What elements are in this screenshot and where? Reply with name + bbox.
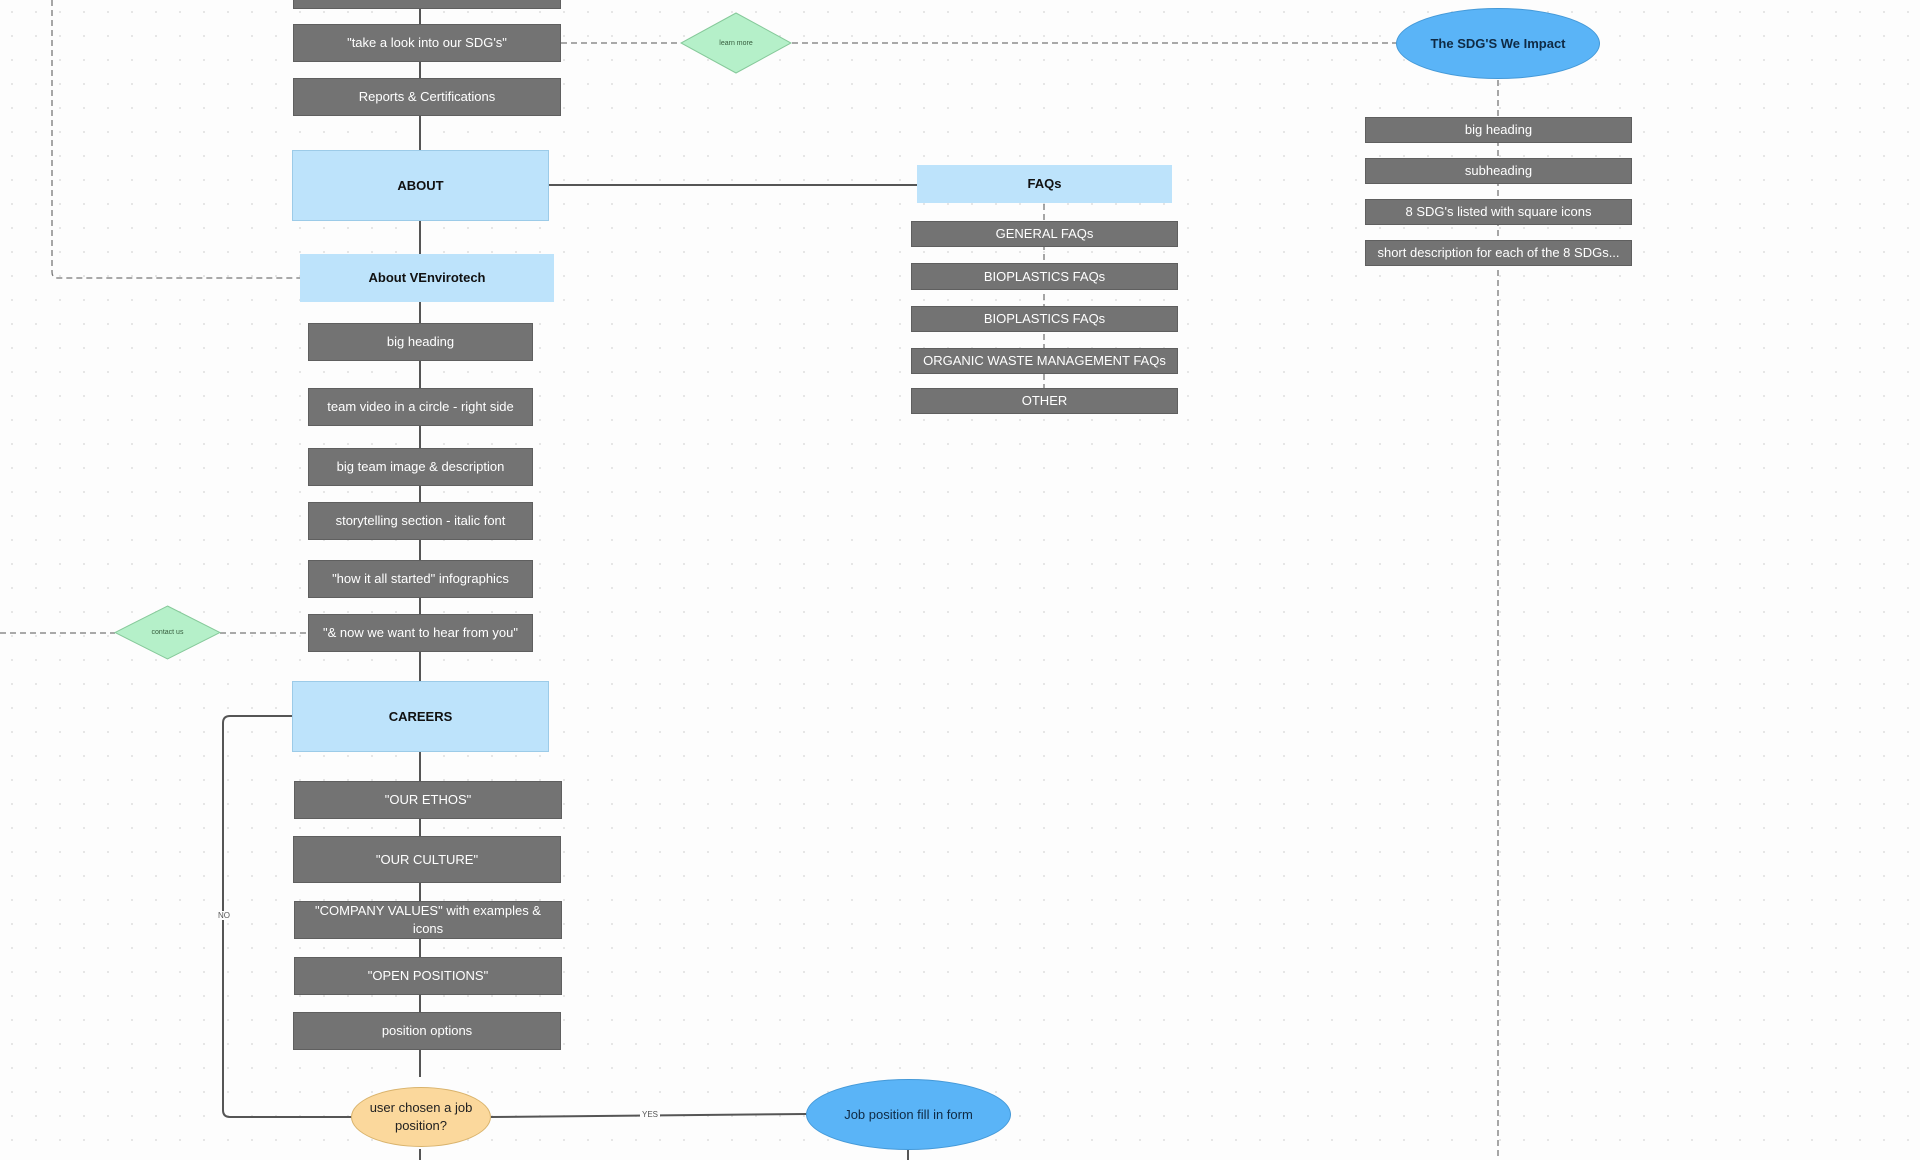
reports-certifications-box[interactable]: Reports & Certifications (293, 78, 561, 116)
contact-us-diamond[interactable]: contact us (114, 605, 221, 660)
sdg-we-impact-ellipse[interactable]: The SDG'S We Impact (1396, 8, 1600, 79)
open-positions-box[interactable]: "OPEN POSITIONS" (294, 957, 562, 995)
node-label: user chosen a job position? (369, 1100, 473, 1133)
node-label: short description for each of the 8 SDGs… (1377, 245, 1620, 261)
diamond-label: learn more (719, 39, 753, 47)
other-faqs-box[interactable]: OTHER (911, 388, 1178, 414)
node-label: team video in a circle - right side (327, 399, 514, 415)
partial-content-box[interactable] (293, 0, 561, 9)
about-section[interactable]: ABOUT (292, 150, 549, 221)
node-label: subheading (1464, 163, 1533, 179)
node-label: "how it all started" infographics (332, 571, 509, 587)
our-culture-box[interactable]: "OUR CULTURE" (293, 836, 561, 883)
general-faqs-box[interactable]: GENERAL FAQs (911, 221, 1178, 247)
node-label: "COMPANY VALUES" with examples & icons (315, 903, 541, 936)
company-values-box[interactable]: "COMPANY VALUES" with examples & icons (294, 901, 562, 939)
sdg-listed-box[interactable]: 8 SDG's listed with square icons (1365, 199, 1632, 225)
node-label: CAREERS (388, 708, 453, 724)
node-label: storytelling section - italic font (335, 513, 506, 529)
learn-more-diamond[interactable]: learn more (680, 12, 792, 74)
node-label: FAQs (1027, 176, 1062, 192)
node-label: Reports & Certifications (358, 89, 496, 105)
bioplastics-faqs-box-1[interactable]: BIOPLASTICS FAQs (911, 263, 1178, 290)
position-options-box[interactable]: position options (293, 1012, 561, 1050)
how-it-started-box[interactable]: "how it all started" infographics (308, 560, 533, 598)
storytelling-box[interactable]: storytelling section - italic font (308, 502, 533, 540)
diamond-shape (680, 12, 792, 74)
team-video-box[interactable]: team video in a circle - right side (308, 388, 533, 426)
node-label: BIOPLASTICS FAQs (983, 268, 1106, 284)
about-venvirotech-section[interactable]: About VEnvirotech (300, 254, 554, 302)
node-label: 8 SDG's listed with square icons (1405, 204, 1592, 220)
node-label: BIOPLASTICS FAQs (983, 311, 1106, 327)
node-label: ABOUT (397, 177, 444, 193)
node-label: ORGANIC WASTE MANAGEMENT FAQs (923, 353, 1166, 369)
node-label: OTHER (1021, 393, 1068, 409)
sdg-subheading-box[interactable]: subheading (1365, 158, 1632, 184)
node-label: "OUR ETHOS" (384, 792, 472, 808)
edge-label-no: NO (216, 911, 232, 920)
node-label: Job position fill in form (844, 1106, 973, 1122)
diamond-label: contact us (151, 629, 184, 636)
sdg-big-heading-box[interactable]: big heading (1365, 117, 1632, 143)
hear-from-you-box[interactable]: "& now we want to hear from you" (308, 614, 533, 652)
edge-label-yes: YES (640, 1110, 661, 1119)
take-look-sdgs-box[interactable]: "take a look into our SDG's" (293, 24, 561, 62)
node-label: About VEnvirotech (368, 270, 486, 286)
node-label: big heading (1464, 122, 1533, 138)
big-team-image-box[interactable]: big team image & description (308, 448, 533, 486)
node-label: big heading (386, 334, 455, 350)
node-label: The SDG'S We Impact (1430, 35, 1566, 51)
about-big-heading-box[interactable]: big heading (308, 323, 533, 361)
node-label: "& now we want to hear from you" (323, 625, 518, 641)
node-label: GENERAL FAQs (995, 226, 1094, 242)
careers-section[interactable]: CAREERS (292, 681, 549, 752)
node-label: big team image & description (336, 459, 505, 475)
job-position-form-ellipse[interactable]: Job position fill in form (806, 1079, 1011, 1150)
diamond-shape (114, 605, 221, 660)
node-label: position options (381, 1023, 473, 1039)
node-label: "OPEN POSITIONS" (367, 968, 489, 984)
node-label: "OUR CULTURE" (375, 851, 479, 867)
sdg-short-description-box[interactable]: short description for each of the 8 SDGs… (1365, 240, 1632, 266)
node-label: "take a look into our SDG's" (347, 35, 507, 51)
our-ethos-box[interactable]: "OUR ETHOS" (294, 781, 562, 819)
user-chosen-job-decision[interactable]: user chosen a job position? (351, 1087, 491, 1147)
organic-waste-faqs-box[interactable]: ORGANIC WASTE MANAGEMENT FAQs (911, 348, 1178, 374)
bioplastics-faqs-box-2[interactable]: BIOPLASTICS FAQs (911, 306, 1178, 332)
faqs-section[interactable]: FAQs (917, 165, 1172, 203)
